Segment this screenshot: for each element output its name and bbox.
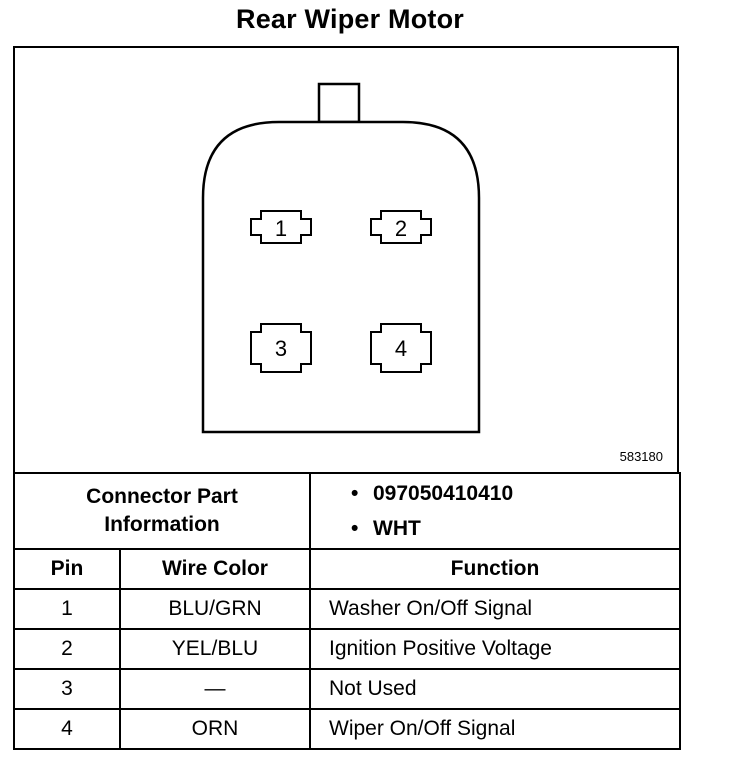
connector-body — [201, 120, 481, 434]
column-header-pin: Pin — [13, 548, 121, 590]
table-row: 4 ORN Wiper On/Off Signal — [13, 708, 681, 750]
pin-cell: 3 — [13, 668, 121, 710]
wire-color-cell: BLU/GRN — [119, 588, 311, 630]
connector-latch — [317, 82, 361, 124]
function-cell: Ignition Positive Voltage — [309, 628, 681, 670]
pin-label-2: 2 — [395, 216, 407, 241]
pin-label-1: 1 — [275, 216, 287, 241]
table-row: 1 BLU/GRN Washer On/Off Signal — [13, 588, 681, 630]
connector-info-row: Connector Part Information •097050410410… — [13, 472, 681, 550]
figure-id: 583180 — [619, 449, 663, 464]
diagram-title: Rear Wiper Motor — [236, 4, 464, 34]
function-cell: Not Used — [309, 668, 681, 710]
pin-cell: 1 — [13, 588, 121, 630]
table-row: 3 — Not Used — [13, 668, 681, 710]
wire-color-cell: ORN — [119, 708, 311, 750]
wire-color-cell: YEL/BLU — [119, 628, 311, 670]
column-header-wire-color: Wire Color — [119, 548, 311, 590]
pin-table: Connector Part Information •097050410410… — [13, 472, 681, 750]
connector-info-values: •097050410410 •WHT — [309, 472, 681, 550]
pin-cell: 2 — [13, 628, 121, 670]
table-row: 2 YEL/BLU Ignition Positive Voltage — [13, 628, 681, 670]
part-number-item: •097050410410 — [351, 482, 514, 505]
connector-drawing: 1 2 3 4 — [201, 82, 481, 434]
wire-color-cell: — — [119, 668, 311, 710]
pin-label-4: 4 — [395, 336, 407, 361]
pin-label-3: 3 — [275, 336, 287, 361]
pin-cavity-4: 4 — [370, 323, 432, 373]
pin-cavity-2: 2 — [370, 210, 432, 244]
table-header-row: Pin Wire Color Function — [13, 548, 681, 590]
connector-info-label: Connector Part Information — [13, 472, 311, 550]
connector-diagram-panel: 1 2 3 4 583180 — [13, 46, 679, 472]
connector-color-item: •WHT — [351, 517, 421, 540]
pin-cell: 4 — [13, 708, 121, 750]
pin-cavity-1: 1 — [250, 210, 312, 244]
function-cell: Washer On/Off Signal — [309, 588, 681, 630]
function-cell: Wiper On/Off Signal — [309, 708, 681, 750]
pin-cavity-3: 3 — [250, 323, 312, 373]
column-header-function: Function — [309, 548, 681, 590]
